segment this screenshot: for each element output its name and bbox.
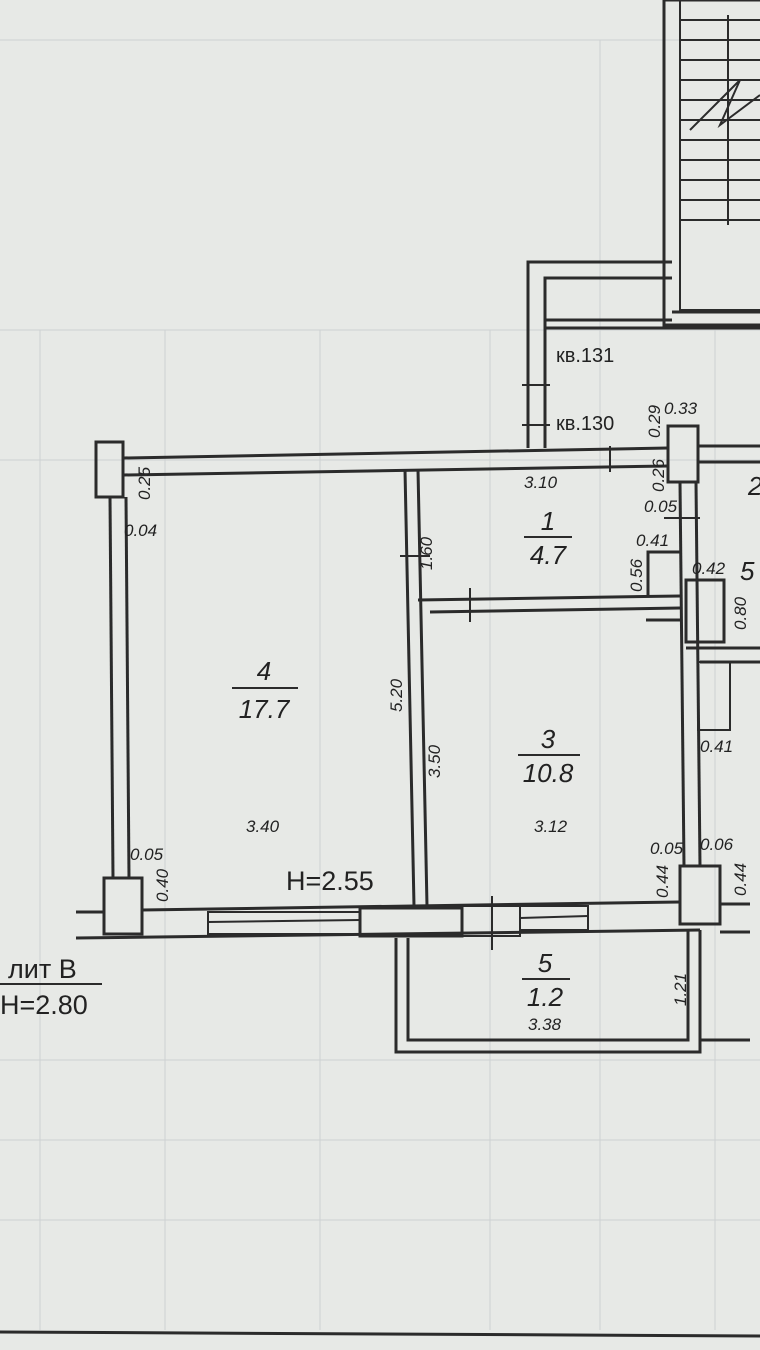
room-1-area: 4.7: [530, 540, 568, 570]
sheet-edge-line: [0, 1330, 760, 1338]
exterior-walls: [75, 424, 750, 950]
dim-5-20: 5.20: [387, 678, 406, 712]
room-4-area: 17.7: [239, 694, 291, 724]
dim-0-29: 0.29: [645, 404, 664, 438]
dim-3-50: 3.50: [425, 744, 444, 778]
dim-0-05a: 0.05: [644, 497, 678, 516]
room-1: 1 4.7: [524, 506, 572, 570]
dim-0-80: 0.80: [731, 596, 750, 630]
room-3: 3 10.8: [518, 724, 580, 788]
dim-0-04: 0.04: [124, 521, 157, 540]
dim-1-60: 1.60: [417, 536, 436, 570]
room-1-number: 1: [541, 506, 555, 536]
room-5-number: 5: [538, 948, 553, 978]
room-5-area: 1.2: [527, 982, 564, 1012]
dim-0-06: 0.06: [700, 835, 734, 854]
dim-0-26: 0.26: [649, 458, 668, 492]
room-2-number: 2: [747, 471, 760, 501]
room-3-number: 3: [541, 724, 556, 754]
room-5-right-number: 5: [740, 556, 755, 586]
dim-0-44a: 0.44: [653, 865, 672, 898]
apartment-130-label: кв.130: [556, 413, 614, 435]
upper-walls: [522, 260, 760, 448]
room-5: 5 1.2: [522, 948, 570, 1012]
interior-walls: [400, 444, 760, 907]
dim-0-05c: 0.05: [650, 839, 684, 858]
dim-0-42: 0.42: [692, 559, 726, 578]
dim-3-38: 3.38: [528, 1015, 562, 1034]
ceiling-height: H=2.55: [286, 866, 374, 896]
apartment-131-label: кв.131: [556, 345, 614, 367]
dim-0-41b: 0.41: [700, 737, 733, 756]
dim-3-10: 3.10: [524, 473, 558, 492]
litera-height: H=2.80: [0, 990, 88, 1020]
stairwell: [662, 0, 760, 327]
dim-0-33: 0.33: [664, 399, 698, 418]
balcony: [394, 930, 750, 1054]
background-grid: [0, 39, 760, 1330]
dim-0-41a: 0.41: [636, 531, 669, 550]
dim-0-05b: 0.05: [130, 845, 164, 864]
room-3-area: 10.8: [523, 758, 574, 788]
room-4-number: 4: [257, 656, 271, 686]
dim-3-40: 3.40: [246, 817, 280, 836]
dim-3-12: 3.12: [534, 817, 568, 836]
dim-0-40: 0.40: [153, 868, 172, 902]
room-4: 4 17.7: [232, 656, 298, 724]
dim-0-44b: 0.44: [731, 863, 750, 896]
dim-0-56: 0.56: [627, 558, 646, 592]
litera-label: лит В: [8, 954, 77, 984]
dim-0-25: 0.25: [135, 466, 154, 500]
dim-1-21: 1.21: [671, 973, 690, 1006]
